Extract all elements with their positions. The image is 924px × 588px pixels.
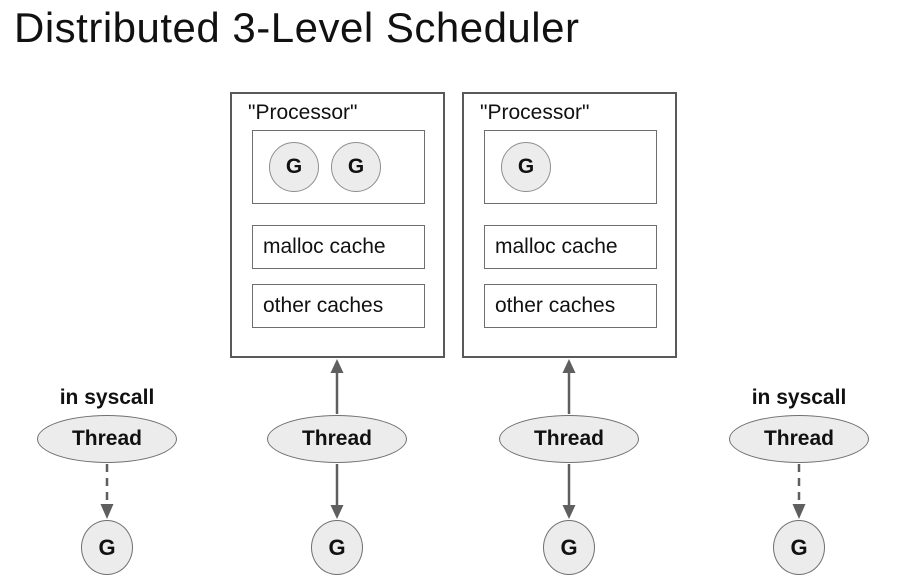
run-queue-box: G G <box>252 130 425 204</box>
thread3-goroutine-node: G <box>543 520 595 575</box>
thread2-goroutine-node: G <box>311 520 363 575</box>
thread3-node: Thread <box>499 415 639 463</box>
processor-label: "Processor" <box>248 101 358 124</box>
processor-box-2: "Processor" G malloc cache other caches <box>462 92 677 358</box>
thread4-goroutine-node: G <box>773 520 825 575</box>
thread3-to-g-arrow <box>562 464 576 519</box>
run-queue-box: G <box>484 130 657 204</box>
thread4-to-g-arrow-dashed <box>792 464 806 519</box>
thread1-goroutine-node: G <box>81 520 133 575</box>
other-caches-box: other caches <box>484 284 657 328</box>
other-caches-box: other caches <box>252 284 425 328</box>
thread1-to-g-arrow-dashed <box>100 464 114 519</box>
malloc-cache-box: malloc cache <box>252 225 425 269</box>
thread4-node: Thread <box>729 415 869 463</box>
goroutine-node: G <box>331 142 381 192</box>
thread2-node: Thread <box>267 415 407 463</box>
thread4-status-label: in syscall <box>751 386 847 409</box>
goroutine-node: G <box>501 142 551 192</box>
thread1-node: Thread <box>37 415 177 463</box>
thread2-to-g-arrow <box>330 464 344 519</box>
thread3-to-processor2-arrow <box>562 359 576 414</box>
thread2-to-processor1-arrow <box>330 359 344 414</box>
processor-box-1: "Processor" G G malloc cache other cache… <box>230 92 445 358</box>
thread1-status-label: in syscall <box>59 386 155 409</box>
goroutine-node: G <box>269 142 319 192</box>
malloc-cache-box: malloc cache <box>484 225 657 269</box>
page-title: Distributed 3-Level Scheduler <box>14 4 580 51</box>
processor-label: "Processor" <box>480 101 590 124</box>
